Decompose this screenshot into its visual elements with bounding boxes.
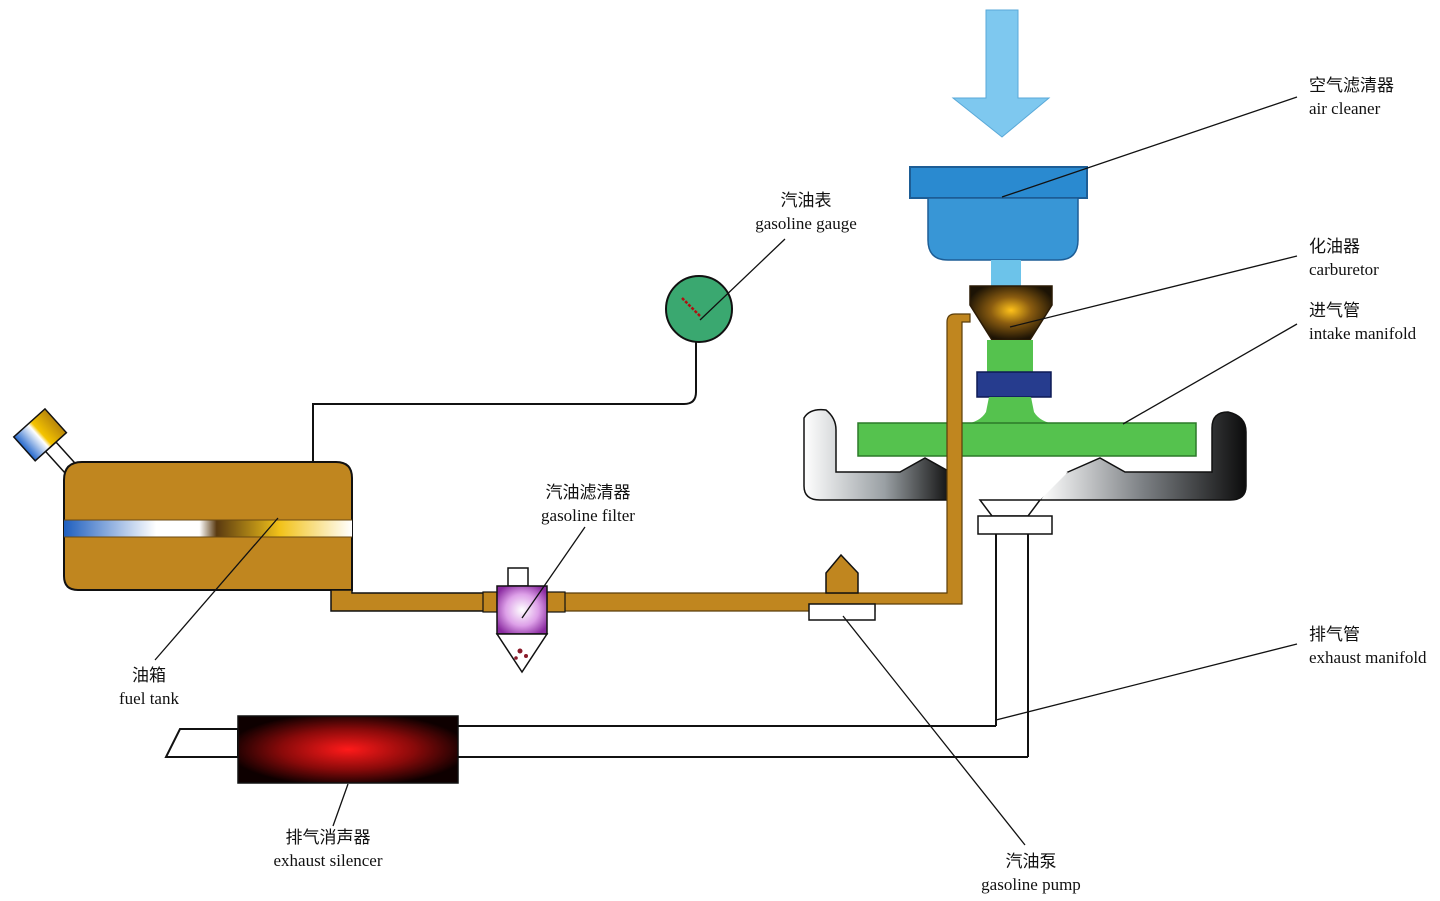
exhaust-silencer <box>237 715 459 784</box>
gasoline-gauge <box>312 275 733 462</box>
air-inflow-arrow <box>951 9 1051 138</box>
label-air-cleaner: 空气滤清器 air cleaner <box>1309 74 1394 120</box>
label-fuel-tank-en: fuel tank <box>119 689 179 708</box>
label-gasoline-filter-zh: 汽油滤清器 <box>545 483 631 502</box>
fuel-line-to-carburetor <box>544 313 971 612</box>
label-exhaust-manifold: 排气管 exhaust manifold <box>1309 623 1427 669</box>
label-carburetor-en: carburetor <box>1309 260 1379 279</box>
gasoline-pump <box>808 553 876 621</box>
carburetor <box>969 285 1053 341</box>
label-gasoline-pump-zh: 汽油泵 <box>1005 852 1057 871</box>
label-intake-manifold-en: intake manifold <box>1309 324 1417 343</box>
label-air-cleaner-zh: 空气滤清器 <box>1309 76 1394 95</box>
label-air-cleaner-en: air cleaner <box>1309 99 1381 118</box>
label-gasoline-filter-en: gasoline filter <box>541 506 635 525</box>
label-exhaust-silencer: 排气消声器 exhaust silencer <box>273 826 382 872</box>
leader-lines <box>154 96 1298 846</box>
exhaust-manifold <box>803 408 1247 757</box>
label-carburetor-zh: 化油器 <box>1309 237 1360 256</box>
exhaust-pipe <box>164 725 1028 758</box>
label-intake-manifold-zh: 进气管 <box>1309 301 1360 320</box>
label-fuel-tank: 油箱 fuel tank <box>119 664 179 710</box>
label-carburetor: 化油器 carburetor <box>1309 235 1379 281</box>
label-gasoline-pump: 汽油泵 gasoline pump <box>981 850 1081 896</box>
label-exhaust-silencer-zh: 排气消声器 <box>285 828 371 847</box>
air-cleaner <box>909 166 1088 286</box>
label-gasoline-filter: 汽油滤清器 gasoline filter <box>541 481 635 527</box>
fuel-line <box>330 589 486 612</box>
label-exhaust-silencer-en: exhaust silencer <box>273 851 383 870</box>
label-gasoline-gauge-zh: 汽油表 <box>780 191 832 210</box>
label-gasoline-gauge: 汽油表 gasoline gauge <box>755 189 857 235</box>
label-exhaust-manifold-zh: 排气管 <box>1309 625 1360 644</box>
label-gasoline-pump-en: gasoline pump <box>981 875 1081 894</box>
fuel-tank <box>12 407 353 591</box>
intake-manifold <box>857 340 1197 457</box>
label-gasoline-gauge-en: gasoline gauge <box>755 214 857 233</box>
label-fuel-tank-zh: 油箱 <box>131 666 166 685</box>
label-exhaust-manifold-en: exhaust manifold <box>1309 648 1427 667</box>
gasoline-filter <box>482 567 566 674</box>
label-intake-manifold: 进气管 intake manifold <box>1309 299 1416 345</box>
manifold-clamp <box>976 371 1052 398</box>
